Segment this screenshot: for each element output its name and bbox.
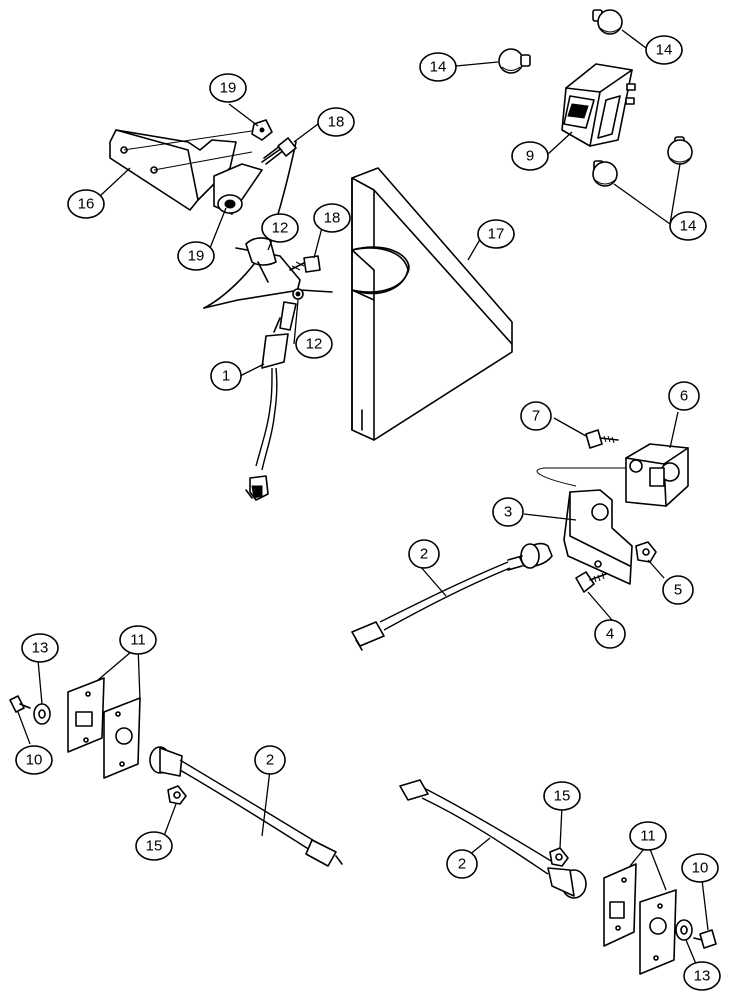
callout-label: 12 [306,336,323,353]
callout-label: 10 [692,860,709,877]
leader-bracket-6 [536,467,626,487]
screw-part-18-a [261,137,297,165]
bracket-part-16 [109,129,259,211]
callout-2-c: 2 [446,849,478,879]
callout-label: 10 [26,752,43,769]
callout-13-b: 13 [683,961,721,991]
panel-part-17 [351,167,513,441]
callout-19-a: 19 [209,73,247,103]
callout-14-b: 14 [645,35,683,65]
callout-10-b: 10 [681,853,719,883]
plate-part-11-b [103,697,141,779]
screw-part-10-a [9,695,31,713]
callout-12-b: 12 [295,329,333,359]
bracket-part-3 [563,489,633,585]
callout-label: 16 [78,196,95,213]
callout-10-a: 10 [15,745,53,775]
callout-label: 13 [694,968,711,985]
callout-5: 5 [662,575,694,605]
callout-label: 11 [640,828,656,845]
callout-12-a: 12 [261,213,299,243]
callout-label: 14 [430,59,447,76]
bulb-part-14-c [592,160,618,187]
screw-part-7 [585,429,619,449]
bulb-part-14-d [667,136,693,165]
nut-part-15-b [549,847,569,867]
callout-14-c: 14 [669,211,707,241]
nut-part-5 [635,541,657,563]
callout-label: 2 [266,752,274,769]
callout-label: 14 [680,218,697,235]
callout-label: 6 [680,388,688,405]
callout-label: 5 [674,582,682,599]
callout-3: 3 [492,497,524,527]
bulb-part-14-b [592,9,623,35]
callout-7: 7 [520,401,552,431]
callout-2-b: 2 [254,745,286,775]
bulb-part-14-a [498,48,531,74]
callout-11-a: 11 [119,625,157,655]
cable-part-2-a [351,542,553,651]
washer-part-13-b [675,919,693,941]
callout-15-a: 15 [135,831,173,861]
callout-label: 18 [324,210,341,227]
callout-18-a: 18 [317,107,355,137]
callout-4: 4 [594,619,626,649]
cable-part-2-b [149,746,343,867]
callout-label: 13 [32,640,49,657]
callout-2-a: 2 [408,539,440,569]
callout-9: 9 [511,141,549,171]
callout-label: 17 [488,226,505,243]
callout-16: 16 [67,189,105,219]
leader-lines [17,29,709,965]
callout-18-b: 18 [313,203,351,233]
callout-label: 4 [606,626,614,643]
screw-part-10-b [693,929,717,949]
callout-label: 15 [146,838,163,855]
callout-15-b: 15 [543,781,581,811]
callout-label: 12 [272,220,289,237]
callout-label: 2 [458,856,466,873]
washer-part-13-a [33,703,51,725]
callout-19-b: 19 [177,241,215,271]
nut-part-15-a [167,785,187,805]
housing-part-6 [625,443,689,507]
callout-1: 1 [210,361,242,391]
callout-label: 2 [420,546,428,563]
plate-part-11-d [639,889,677,975]
callout-label: 1 [222,368,230,385]
callout-11-b: 11 [629,821,667,851]
screw-part-18-b [289,255,321,273]
callout-label: 15 [554,788,571,805]
callout-label: 11 [130,632,146,649]
callout-17: 17 [477,219,515,249]
rocker-switch-part-9 [561,63,636,147]
callout-6: 6 [668,381,700,411]
callout-14-a: 14 [419,52,457,82]
sensor-part-1 [245,301,297,501]
plate-part-11-c [603,863,637,947]
plate-part-11-a [67,677,105,753]
callout-label: 7 [532,408,540,425]
callout-label: 18 [328,114,345,131]
callout-label: 9 [526,148,534,165]
callout-13-a: 13 [21,633,59,663]
callout-label: 19 [220,80,237,97]
callout-label: 19 [188,248,205,265]
cable-part-2-c [399,779,587,899]
callout-label: 14 [656,42,673,59]
callout-label: 3 [504,504,512,521]
screw-part-4 [575,571,607,593]
